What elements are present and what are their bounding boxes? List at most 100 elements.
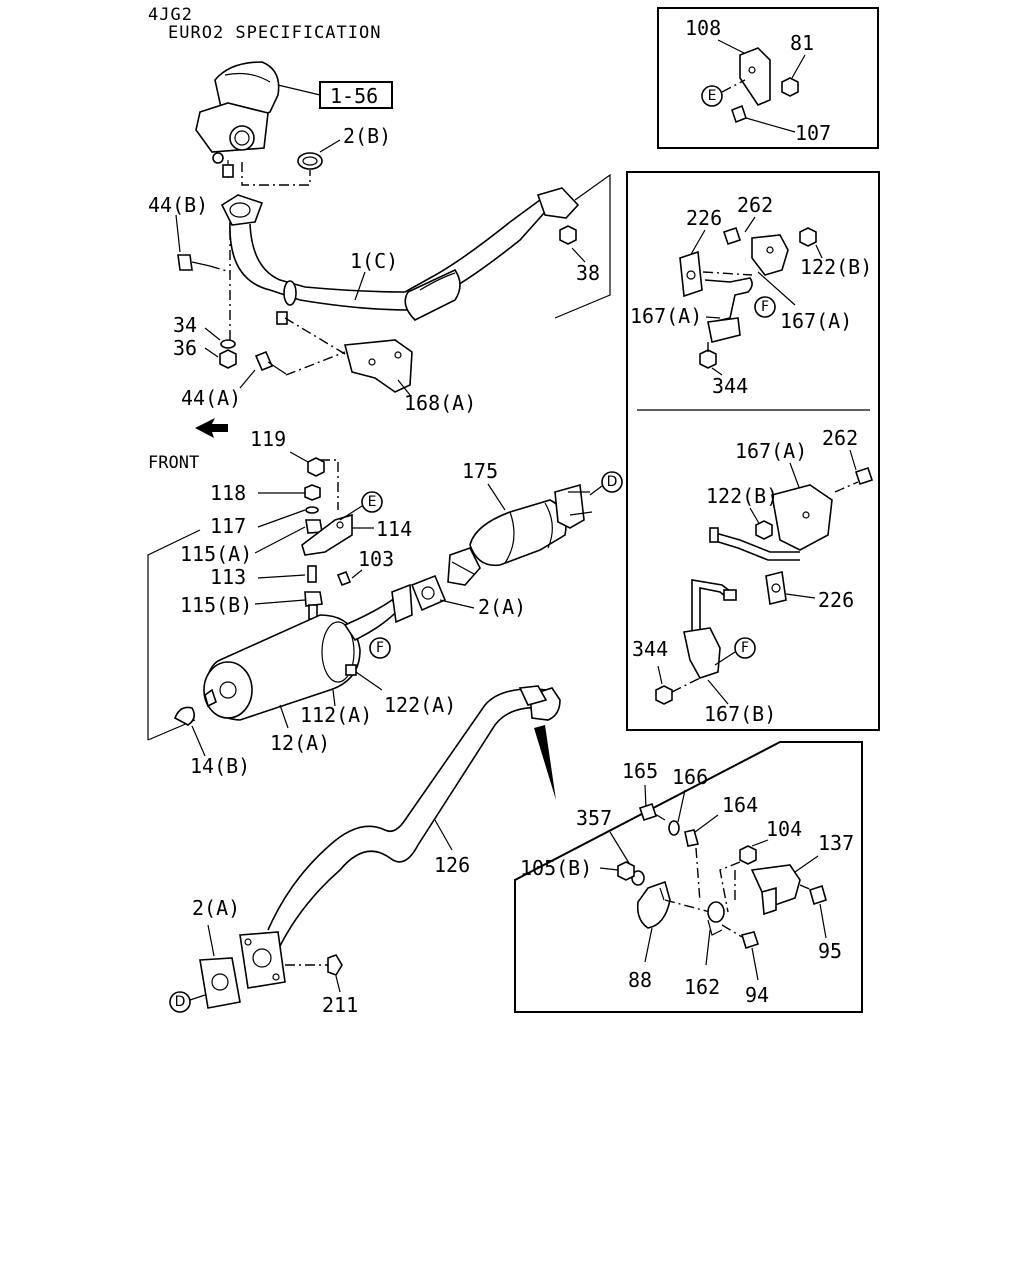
bracket-168a [343,339,413,396]
bolt-103 [336,570,352,587]
callout-e-box1: E [701,79,746,107]
nut-122a [345,664,383,691]
hanger-167b [683,579,737,679]
svg-text:D: D [607,474,618,490]
label-105b: 105(B) [520,856,592,880]
label-164: 164 [722,793,758,817]
label-357: 357 [576,806,612,830]
turbocharger-outlet [195,61,280,178]
label-166: 166 [672,765,708,789]
rubber-162 [705,901,725,966]
svg-text:F: F [741,640,749,656]
nut-119 [307,457,325,477]
label-104: 104 [766,817,802,841]
svg-text:F: F [376,640,384,656]
label-2a-mid: 2(A) [478,595,526,619]
label-2b: 2(B) [343,124,391,148]
label-262-top: 262 [737,193,773,217]
rubber-115b [304,591,323,620]
callout-f-box3: F [714,637,756,666]
label-44a: 44(A) [181,386,241,410]
detail-box-hanger-108 [657,7,879,149]
nut-118 [304,484,321,501]
callout-f-box2: F [754,296,776,318]
nut-122b-top [799,227,823,259]
label-167b: 167(B) [704,702,776,726]
label-122a: 122(A) [384,693,456,717]
bolt-262-top [722,226,742,246]
label-168a: 168(A) [404,391,476,415]
nut-105b [617,861,635,881]
bolt-94 [721,924,760,981]
nut-38 [559,225,586,263]
muffler-12a [203,583,413,721]
gasket-2a-low [199,924,241,1009]
detail-box-hangers-167 [626,171,880,731]
bolt-262-box3 [834,466,874,493]
label-14b: 14(B) [190,754,250,778]
detail-box-rear-mount [514,741,863,1013]
svg-text:D: D [175,994,186,1010]
bracket-167a-lower [707,317,741,343]
label-226-top: 226 [686,206,722,230]
label-12a: 12(A) [270,731,330,755]
tail-pipe-126 [267,685,561,951]
nut-211 [285,954,343,993]
nut-344-box3 [655,665,701,705]
nut-81 [781,77,799,97]
label-175: 175 [462,459,498,483]
label-34: 34 [173,313,197,337]
label-108: 108 [685,16,721,40]
label-88: 88 [628,968,652,992]
bracket-167a-top [751,234,789,276]
label-126: 126 [434,853,470,877]
label-226-box3: 226 [818,588,854,612]
bracket-167a-box3 [771,484,833,551]
bracket-108 [739,47,771,106]
label-118: 118 [210,481,246,505]
label-162: 162 [684,975,720,999]
washer-357 [631,870,645,886]
collar-113 [307,565,317,583]
pipe-flange-lower [239,931,286,989]
rubber-mount-226-box3 [765,571,816,605]
bracket-137 [750,855,819,916]
label-167a-right: 167(A) [780,309,852,333]
label-137: 137 [818,831,854,855]
label-165: 165 [622,759,658,783]
label-36: 36 [173,336,197,360]
svg-text:1-56: 1-56 [330,84,378,108]
label-1c: 1(C) [350,249,398,273]
engine-code: 4JG2 [148,5,193,25]
washer-166 [668,820,680,836]
callout-e-mid: E [339,491,383,521]
label-38: 38 [576,261,600,285]
label-113: 113 [210,565,246,589]
label-167a-left: 167(A) [630,304,702,328]
label-44b: 44(B) [148,193,208,217]
label-117: 117 [210,514,246,538]
label-112a: 112(A) [300,703,372,727]
label-2a-low: 2(A) [192,896,240,920]
label-115b: 115(B) [180,593,252,617]
svg-text:E: E [708,88,717,104]
clamp-14b [174,706,206,757]
collar-164 [684,829,700,847]
callout-d-top: D [589,471,623,496]
front-direction-arrow [195,418,228,438]
gasket-2a-mid [410,574,475,612]
label-81: 81 [790,31,814,55]
label-115a: 115(A) [180,542,252,566]
bracket-114 [301,513,353,556]
ref-box-1-56: 1-56 [277,81,393,109]
label-122b-box3: 122(B) [706,484,778,508]
label-262-box3: 262 [822,426,858,450]
label-114: 114 [376,517,412,541]
callout-d-low: D [169,991,206,1013]
bolt-107 [731,104,796,133]
label-167a-box3: 167(A) [735,439,807,463]
washer-34 [204,327,236,349]
bolt-44b [175,214,231,273]
label-122b-top: 122(B) [800,255,872,279]
